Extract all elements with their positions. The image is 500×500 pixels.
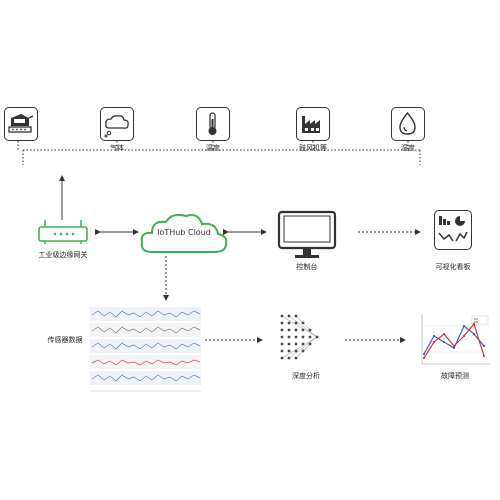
fault-prediction-label: 故障预测 xyxy=(441,372,469,380)
sensor-label-temp: 温度 xyxy=(206,144,220,152)
deep-analysis-label: 深度分析 xyxy=(292,372,320,380)
neural-network-icon xyxy=(280,314,319,360)
router-icon xyxy=(38,220,88,244)
monitor-icon xyxy=(277,210,337,258)
console-label: 控制台 xyxy=(296,263,318,271)
gateway-label: 工业级边缘网关 xyxy=(38,251,88,259)
water-drop-icon xyxy=(391,107,425,141)
industrial-equipment-icon xyxy=(4,107,38,141)
dashboard-icon xyxy=(434,210,472,250)
sensor-data-chart xyxy=(88,305,203,397)
sensor-data-label: 传感器数据 xyxy=(47,336,83,344)
factory-icon xyxy=(296,107,330,141)
thermometer-icon xyxy=(196,107,230,141)
cloud-label: IoTHub Cloud xyxy=(157,228,211,237)
fault-prediction-chart xyxy=(418,312,492,368)
dashboard-label: 可视化看板 xyxy=(435,263,471,271)
sensor-label-humidity: 湿度 xyxy=(401,144,415,152)
cloud-gas-icon xyxy=(100,107,134,141)
sensor-label-gas: 气体 xyxy=(110,144,124,152)
cloud-icon xyxy=(140,213,228,253)
sensor-label-blower: 鼓风机等 xyxy=(299,144,327,152)
